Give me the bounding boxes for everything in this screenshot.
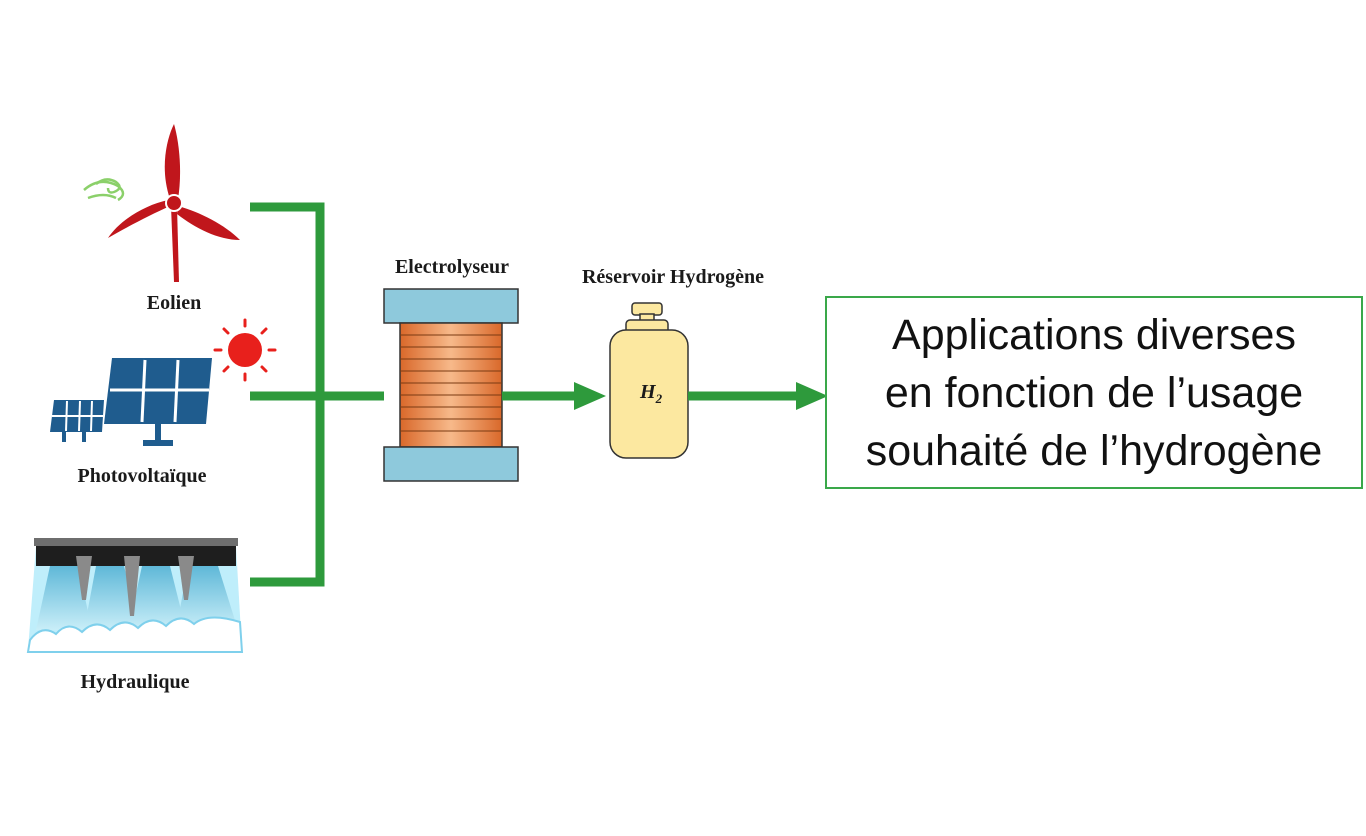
electrolyzer-label: Electrolyseur <box>395 256 509 278</box>
applications-line-2: en fonction de l’usage <box>884 368 1304 417</box>
collector-bus <box>250 202 384 587</box>
applications-line-3: souhaité de l’hydrogène <box>865 426 1323 475</box>
sun-icon <box>213 318 277 382</box>
solar-panel-icon <box>50 358 212 446</box>
applications-line-1: Applications diverses <box>892 310 1296 359</box>
hydrogen-tank-icon <box>609 302 689 459</box>
reservoir-symbol: H2 <box>639 381 663 406</box>
hydro-dam-icon <box>26 538 244 653</box>
electrolyzer-icon <box>383 288 519 482</box>
flow-arrow-tank-to-applications <box>688 382 828 410</box>
flow-arrow-electrolyzer-to-tank <box>502 382 606 410</box>
wind-turbine-icon <box>83 124 240 282</box>
applications-box: Applications diverses en fonction de l’u… <box>825 296 1363 489</box>
source-label-photovoltaique: Photovoltaïque <box>78 465 207 487</box>
source-label-eolien: Eolien <box>147 292 201 314</box>
source-label-hydraulique: Hydraulique <box>81 671 190 693</box>
reservoir-label: Réservoir Hydrogène <box>582 266 764 288</box>
